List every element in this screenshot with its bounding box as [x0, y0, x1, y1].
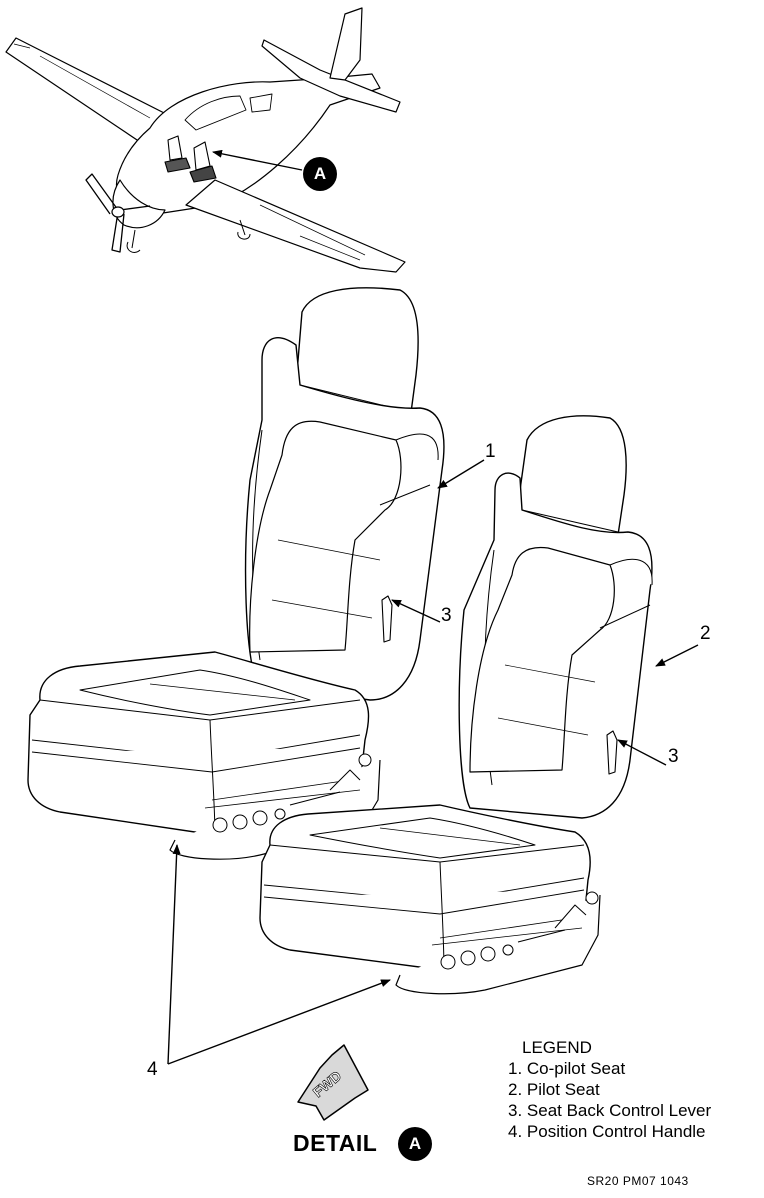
detail-a-marker: A: [303, 157, 337, 191]
legend: LEGEND 1. Co-pilot Seat 2. Pilot Seat 3.…: [508, 1037, 711, 1142]
leader-4a: [167, 844, 181, 1065]
detail-a-leader: [212, 149, 303, 171]
callout-leaders: [167, 459, 699, 1065]
fuselage: [116, 73, 381, 216]
leader-3b: [617, 739, 667, 766]
cabin-seats-thumbnail: [164, 135, 217, 183]
propeller: [85, 173, 151, 253]
copilot-seat: [27, 287, 445, 860]
leader-1: [437, 459, 485, 489]
callout-2: 2: [700, 623, 711, 644]
pilot-seatback-lever: [606, 730, 618, 775]
detail-footer-marker: A: [398, 1127, 432, 1161]
airplane-overview: [5, 7, 406, 273]
legend-item-1: 1. Co-pilot Seat: [508, 1059, 626, 1078]
vertical-tail: [329, 7, 363, 81]
fwd-arrow: FWD: [297, 1044, 369, 1121]
pilot-seat: [259, 415, 653, 995]
detail-label: DETAIL: [293, 1130, 378, 1156]
legend-item-2: 2. Pilot Seat: [508, 1080, 600, 1099]
leader-3a: [391, 599, 441, 623]
leader-2: [655, 644, 699, 667]
callout-4: 4: [147, 1059, 158, 1080]
legend-item-4: 4. Position Control Handle: [508, 1122, 706, 1141]
legend-item-3: 3. Seat Back Control Lever: [508, 1101, 712, 1120]
copilot-seatback-lever: [381, 595, 393, 643]
callout-3-copilot: 3: [441, 605, 452, 626]
right-wing: [185, 179, 406, 273]
callout-1: 1: [485, 441, 496, 462]
figure-reference: SR20 PM07 1043: [587, 1174, 689, 1188]
leader-4b: [167, 979, 391, 1065]
legend-title: LEGEND: [522, 1038, 592, 1057]
callout-3-pilot: 3: [668, 746, 679, 767]
